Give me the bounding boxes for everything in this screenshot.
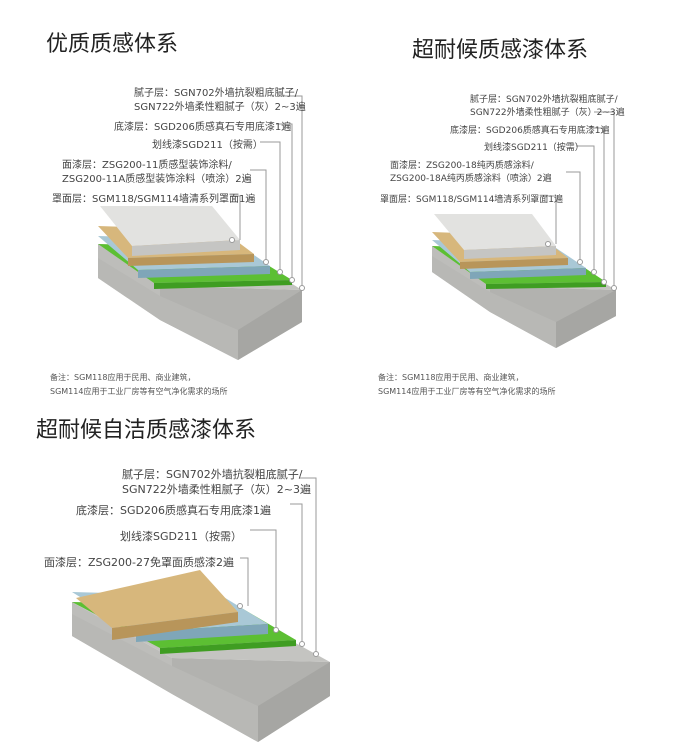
leader-dots: [229, 237, 305, 291]
layer-diagram: [98, 95, 305, 360]
top-coat-layer-front: [132, 240, 240, 256]
concrete-base-right: [258, 662, 330, 742]
label-primer: 底漆层：SGD206质感真石专用底漆1遍: [450, 126, 610, 136]
label-putty-1: 腻子层：SGN702外墙抗裂粗底腻子/: [134, 88, 299, 99]
label-putty-1: 腻子层：SGN702外墙抗裂粗底腻子/: [122, 468, 303, 481]
leader-dots: [237, 603, 319, 657]
panel-title: 超耐候自洁质感漆体系: [36, 418, 257, 443]
primer-layer-front: [138, 266, 270, 278]
label-putty-1: 腻子层：SGN702外墙抗裂粗底腻子/: [470, 95, 618, 105]
label-putty-2: SGN722外墙柔性粗腻子（灰）2~3遍: [470, 108, 625, 118]
note-line-1: 备注：SGM118应用于民用、商业建筑，: [50, 373, 196, 382]
texture-coat-layer: [76, 570, 238, 628]
top-coat-layer-front: [464, 246, 556, 259]
label-clear-coat: 罩面层：SGM118/SGM114墙清系列罩面1遍: [380, 195, 564, 205]
label-line-paint: 划线漆SGD211（按需）: [484, 143, 584, 153]
layer-diagram: [72, 477, 330, 742]
concrete-base-left: [432, 256, 556, 348]
label-line-paint: 划线漆SGD211（按需）: [120, 530, 242, 543]
putty-layer-front: [154, 280, 292, 289]
note-line-1: 备注：SGM118应用于民用、商业建筑，: [378, 373, 524, 382]
label-topcoat-2: ZSG200-11A质感型装饰涂料（喷涂）2遍: [62, 174, 252, 185]
label-putty-2: SGN722外墙柔性粗腻子（灰）2~3遍: [122, 483, 311, 496]
leader-lines: [230, 95, 303, 288]
panel-weather-resistant-texture-system: 超耐候质感漆体系 腻子层：SGN702外墙抗裂粗底腻子/ SGN7: [350, 0, 700, 400]
panel-title: 优质质感体系: [46, 32, 179, 57]
note-line-2: SGM114应用于工业厂房等有空气净化需求的场所: [378, 387, 556, 396]
concrete-base-right: [556, 290, 616, 348]
putty-layer-front: [160, 640, 296, 654]
label-topcoat-1: 面漆层：ZSG200-18纯丙质感涂料/: [390, 161, 534, 171]
concrete-base-right: [238, 290, 302, 360]
label-putty-2: SGN722外墙柔性粗腻子（灰）2~3遍: [134, 102, 306, 113]
label-line-paint: 划线漆SGD211（按需）: [152, 140, 263, 151]
note-line-2: SGM114应用于工业厂房等有空气净化需求的场所: [50, 387, 228, 396]
leader-lines: [240, 477, 317, 654]
texture-coat-layer-front: [128, 254, 254, 266]
putty-layer-front: [486, 282, 606, 289]
concrete-base-left: [72, 614, 258, 742]
texture-coat-layer-front: [112, 612, 238, 640]
panel-quality-texture-system: 优质质感体系: [0, 0, 350, 400]
concrete-base-left: [98, 258, 238, 360]
leader-dots: [545, 241, 617, 291]
label-topcoat-2: ZSG200-18A纯丙质感涂料（喷涂）2遍: [390, 174, 552, 184]
layer-diagram: [432, 111, 617, 348]
top-coat-layer: [100, 206, 240, 246]
label-primer: 底漆层：SGD206质感真石专用底漆1遍: [114, 122, 292, 133]
leader-lines: [546, 111, 615, 288]
label-primer: 底漆层：SGD206质感真石专用底漆1遍: [76, 504, 271, 517]
panel-title: 超耐候质感漆体系: [412, 38, 589, 63]
texture-coat-layer-front: [460, 258, 568, 269]
label-topcoat: 面漆层：ZSG200-27免罩面质感漆2遍: [44, 556, 235, 569]
panel-self-cleaning-texture-system: 超耐候自洁质感漆体系 腻子层：SGN702外墙抗裂粗底腻子/ SGN722外墙柔…: [0, 400, 700, 750]
label-clear-coat: 罩面层：SGM118/SGM114墙清系列罩面1遍: [52, 194, 256, 205]
top-coat-layer: [434, 214, 556, 250]
primer-layer-front: [136, 624, 268, 642]
label-topcoat-1: 面漆层：ZSG200-11质感型装饰涂料/: [62, 160, 232, 171]
primer-layer-front: [470, 268, 586, 279]
